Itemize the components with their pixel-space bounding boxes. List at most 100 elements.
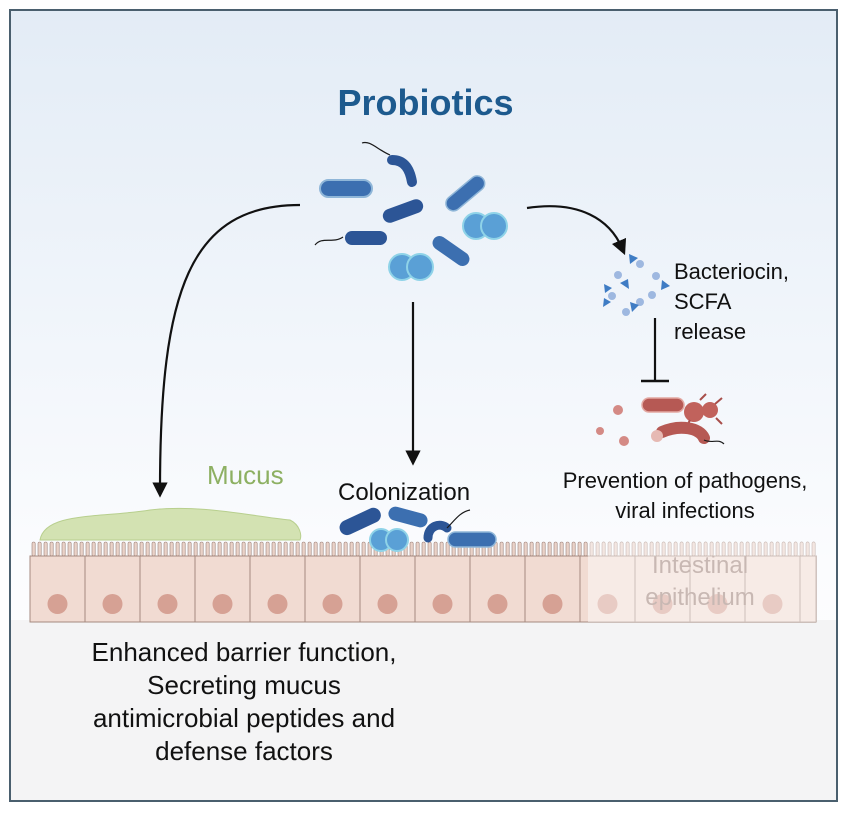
microvillus [523,541,528,557]
microvillus [37,541,42,557]
microvillus [49,541,54,557]
microvillus [439,541,444,557]
microvillus [529,541,534,557]
microvillus [433,541,438,557]
microvillus [337,541,342,557]
microvillus [229,541,234,557]
microvillus [517,541,522,557]
cell-nucleus [762,594,783,614]
bacteriocin-line-3: release [674,319,747,344]
epithelium-line-2: epithelium [645,584,755,611]
prevention-label: Prevention of pathogens, viral infection… [520,466,850,526]
intestinal-epithelium-icon [29,541,817,623]
cell-nucleus [157,594,178,614]
arrow-right-curve [526,205,627,256]
mucus-label: Mucus [207,460,284,490]
microvillus [145,541,150,557]
microvillus [541,541,546,557]
microvillus [421,541,426,557]
prevention-line-1: Prevention of pathogens, [562,468,808,493]
microvillus [325,541,330,557]
epithelium-label: Intestinal epithelium [600,550,800,614]
microvillus [571,541,576,557]
microvillus [103,541,108,557]
microvillus [577,541,582,557]
microvillus [67,541,72,557]
microvillus [565,541,570,557]
barrier-line-2: Secreting mucus [147,670,341,700]
barrier-line-1: Enhanced barrier function, [91,637,397,667]
microvillus [271,541,276,557]
cell-nucleus [432,594,453,614]
microvillus [349,541,354,557]
cell-nucleus [102,594,123,614]
probiotic-bacteria-cluster-icon [314,141,508,281]
microvillus [205,541,210,557]
microvillus [355,541,360,557]
microvillus [283,541,288,557]
cell-nucleus [267,594,288,614]
microvillus [499,541,504,557]
microvillus [247,541,252,557]
microvillus [553,541,558,557]
inhibition-bar-icon [641,318,669,383]
colonization-label: Colonization [338,479,471,506]
barrier-function-label: Enhanced barrier function, Secreting muc… [0,636,488,768]
microvillus [415,541,420,557]
microvillus [217,541,222,557]
microvillus [331,541,336,557]
mucus-layer-icon [39,507,302,541]
microvillus [169,541,174,557]
microvillus [139,541,144,557]
microvillus [91,541,96,557]
cell-nucleus [707,594,728,614]
microvillus [199,541,204,557]
microvillus [43,541,48,557]
microvillus [31,541,36,557]
cell-nucleus [652,594,673,614]
microvillus [409,541,414,557]
microvillus [289,541,294,557]
barrier-line-3: antimicrobial peptides and [92,703,396,733]
microvillus [121,541,126,557]
microvillus [535,541,540,557]
cell-nucleus [487,594,508,614]
cell-nucleus [47,594,68,614]
arrow-left-curve [152,203,301,498]
microvillus [343,541,348,557]
microvillus [313,541,318,557]
microvillus [193,541,198,557]
microvillus [127,541,132,557]
microvillus [79,541,84,557]
microvillus [73,541,78,557]
colonizing-bacteria-icon [339,506,497,552]
prevention-line-2: viral infections [615,498,755,523]
microvillus [133,541,138,557]
microvillus [109,541,114,557]
microvillus [157,541,162,557]
cell-nucleus [542,594,563,614]
cell-nucleus [212,594,233,614]
microvillus [187,541,192,557]
microvillus [427,541,432,557]
microvillus [253,541,258,557]
microvillus [547,541,552,557]
microvillus [211,541,216,557]
microvillus [295,541,300,557]
microvillus [97,541,102,557]
microvillus [301,541,306,557]
microvillus [265,541,270,557]
bacteriocin-label: Bacteriocin, SCFA release [674,257,789,347]
microvillus [505,541,510,557]
lower-band [11,620,836,800]
cell-nucleus [377,594,398,614]
epithelium-line-1: Intestinal [651,552,749,579]
microvillus [61,541,66,557]
microvillus [181,541,186,557]
bacteriocin-line-2: SCFA [674,289,732,314]
microvillus [583,541,588,557]
pathogen-cluster-icon [596,393,725,446]
microvillus [319,541,324,557]
